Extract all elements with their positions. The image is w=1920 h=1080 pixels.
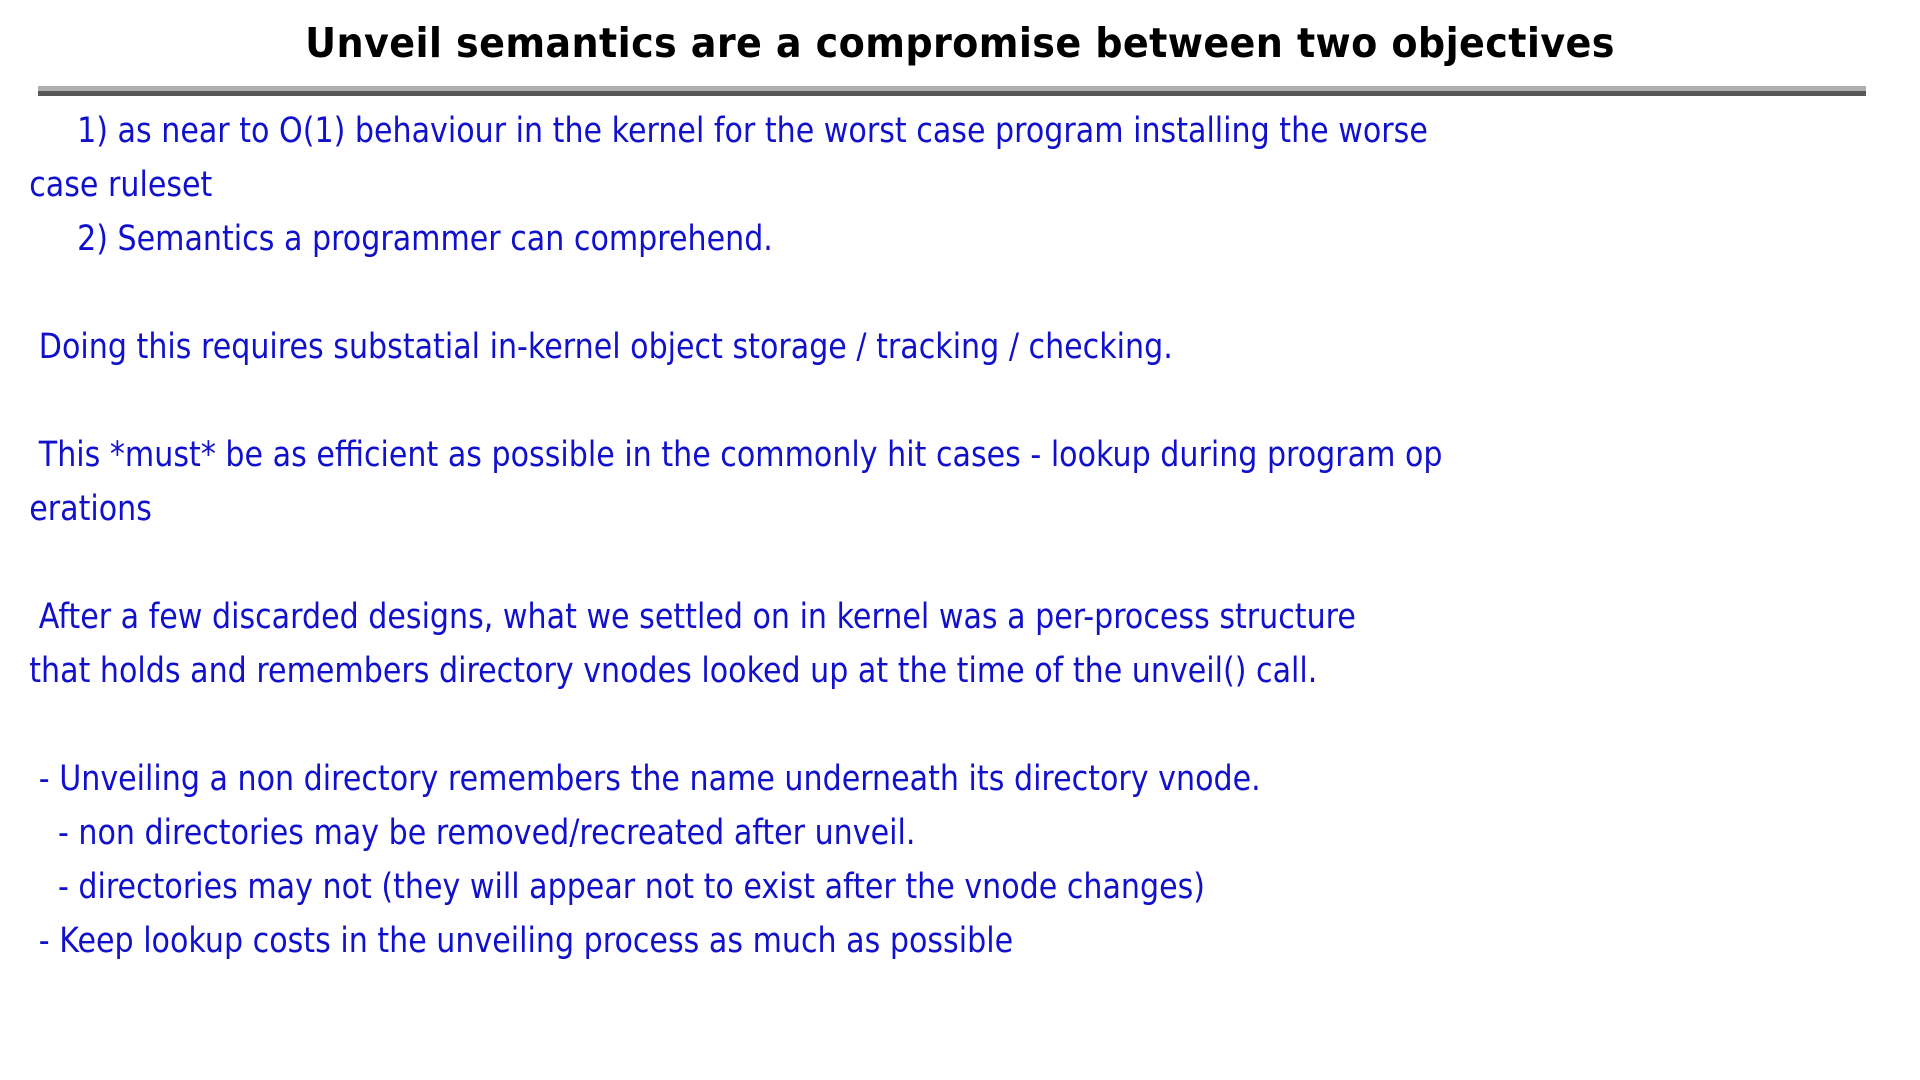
body-spacer: [0, 698, 1651, 752]
body-line: that holds and remembers directory vnode…: [29, 651, 1318, 691]
body-line: After a few discarded designs, what we s…: [29, 597, 1356, 637]
body-spacer: [0, 374, 1651, 428]
divider-light-band: [38, 86, 1866, 91]
body-line: - Keep lookup costs in the unveiling pro…: [29, 921, 1014, 961]
body-line: case ruleset: [29, 165, 213, 205]
slide-body: 1) as near to O(1) behaviour in the kern…: [0, 104, 1920, 1080]
body-spacer: [0, 266, 1651, 320]
title-divider: [38, 86, 1866, 96]
body-line: - directories may not (they will appear …: [29, 867, 1206, 907]
page-title: Unveil semantics are a compromise betwee…: [305, 19, 1615, 67]
body-line: - Unveiling a non directory remembers th…: [29, 759, 1261, 799]
body-line: erations: [29, 489, 152, 529]
divider-dark-band: [38, 91, 1866, 96]
body-line: 2) Semantics a programmer can comprehend…: [29, 219, 773, 259]
body-line: 1) as near to O(1) behaviour in the kern…: [29, 111, 1428, 151]
body-line: - non directories may be removed/recreat…: [29, 813, 916, 853]
body-line: Doing this requires substatial in-kernel…: [29, 327, 1173, 367]
body-spacer: [0, 536, 1651, 590]
body-line: This *must* be as efficient as possible …: [29, 435, 1443, 475]
